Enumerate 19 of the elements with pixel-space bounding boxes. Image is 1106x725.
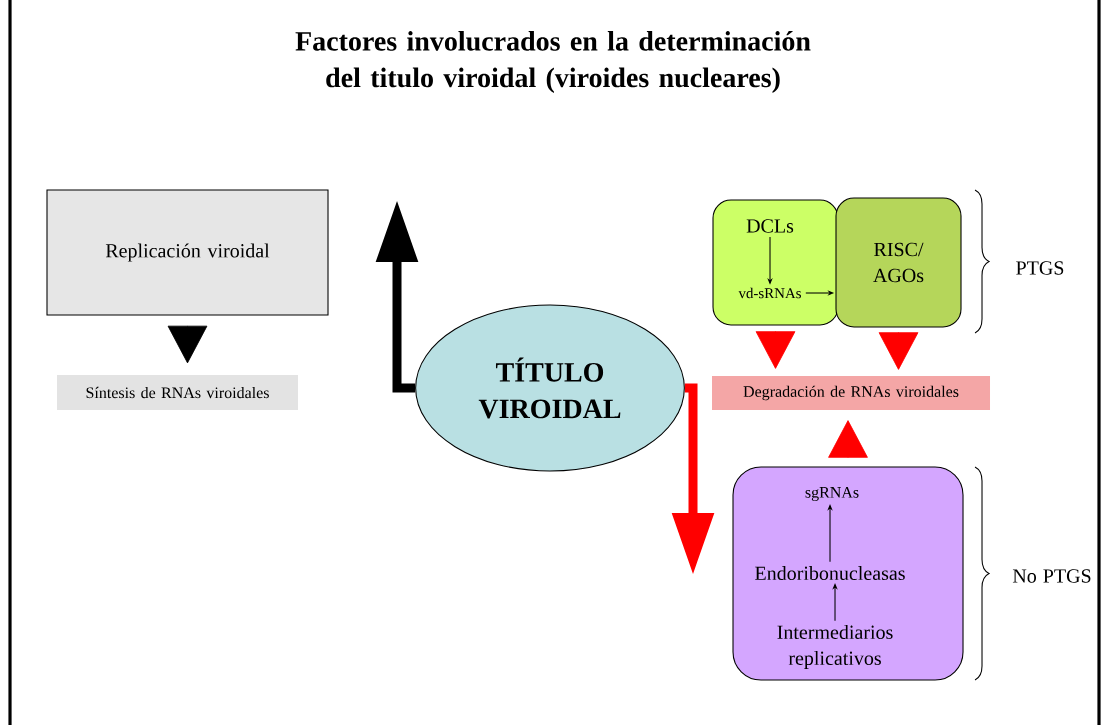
rounded-box: RISC/ AGOs [835, 197, 962, 328]
text-label: Endoribonucleasas [755, 566, 905, 581]
rounded-box [712, 199, 839, 326]
text-label: Intermediarios replicativos [777, 624, 893, 670]
text-label: vd-sRNAs [738, 287, 801, 299]
triangle-arrow [828, 420, 868, 458]
rounded-box [732, 466, 964, 681]
title: Factores involucrados en la determinación del titulo viroidal (viroides nucleares) [295, 31, 811, 93]
text-label: No PTGS [1012, 569, 1091, 583]
triangle-arrow [878, 332, 919, 370]
ellipse-node: TÍTULO VIROIDAL [415, 304, 685, 472]
process-box: Síntesis de RNAs viroidales [57, 375, 298, 410]
text-label: sgRNAs [805, 487, 859, 501]
text-label: DCLs [746, 219, 794, 233]
process-box: Degradación de RNAs viroidales [712, 376, 990, 410]
triangle-arrow [167, 325, 208, 364]
process-box: Replicación viroidal [46, 189, 329, 316]
triangle-arrow [755, 331, 796, 369]
text-label: PTGS [1016, 261, 1064, 275]
